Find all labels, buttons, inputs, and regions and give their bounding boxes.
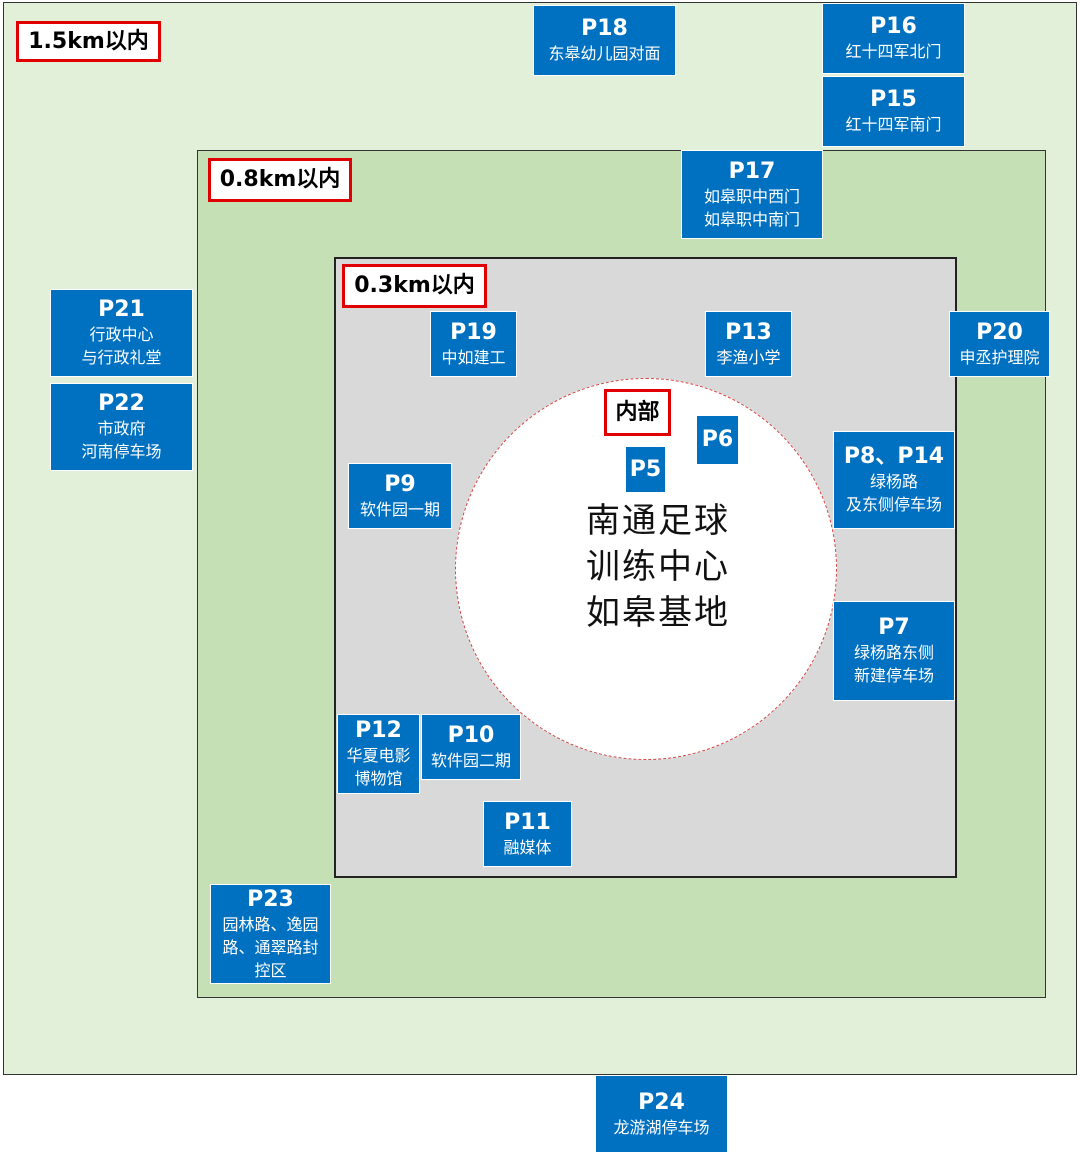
parking-lot-code: P23: [247, 886, 294, 912]
parking-lot-desc: 华夏电影 博物馆: [346, 746, 411, 788]
venue-name: 南通足球 训练中心 如皋基地: [540, 498, 776, 636]
parking-lot-desc: 红十四军北门: [845, 42, 942, 61]
parking-lot-code: P22: [98, 391, 145, 416]
parking-lot-code: P18: [581, 16, 628, 41]
parking-lot-desc: 申丞护理院: [959, 347, 1040, 367]
parking-lot-p18: P18 东皋幼儿园对面: [533, 5, 676, 76]
parking-lot-p11: P11 融媒体: [483, 801, 572, 867]
parking-lot-desc: 中如建工: [441, 347, 506, 367]
zone-800m-label: 0.8km以内: [208, 158, 352, 202]
parking-lot-code: P10: [447, 722, 495, 748]
parking-lot-desc: 绿杨路东侧 新建停车场: [853, 643, 934, 685]
zone-1500m-label: 1.5km以内: [16, 21, 161, 62]
parking-lot-p9: P9 软件园一期: [348, 463, 452, 529]
parking-lot-desc: 绿杨路 及东侧停车场: [845, 472, 942, 514]
venue-circle: [455, 378, 837, 760]
venue-name-line-1: 南通足球: [586, 501, 730, 541]
parking-lot-p24: P24 龙游湖停车场: [595, 1075, 728, 1153]
parking-lot-code: P12: [355, 718, 402, 743]
parking-lot-code: P9: [384, 471, 416, 497]
zone-300m-label: 0.3km以内: [342, 264, 487, 308]
parking-lot-p17: P17 如皋职中西门 如皋职中南门: [681, 150, 823, 239]
parking-lot-p19: P19 中如建工: [430, 311, 517, 377]
parking-lot-desc: 行政中心 与行政礼堂: [81, 325, 162, 367]
parking-lot-p13: P13 李渔小学: [705, 311, 792, 377]
parking-lot-desc: 软件园一期: [359, 499, 440, 519]
parking-lot-code: P21: [98, 297, 145, 322]
parking-lot-p7: P7 绿杨路东侧 新建停车场: [833, 601, 955, 701]
parking-lot-code: P24: [638, 1089, 685, 1115]
parking-lot-desc: 红十四军南门: [845, 115, 942, 134]
parking-lot-code: P15: [870, 87, 917, 112]
parking-lot-p12: P12 华夏电影 博物馆: [337, 714, 420, 794]
parking-lot-code: P19: [450, 319, 497, 345]
parking-lot-desc: 融媒体: [503, 837, 552, 857]
parking-lot-p10: P10 软件园二期: [421, 714, 521, 780]
venue-name-line-2: 训练中心: [586, 547, 730, 587]
parking-lot-p15: P15 红十四军南门: [822, 76, 965, 147]
parking-lot-code: P5: [629, 456, 662, 482]
parking-lot-code: P16: [870, 14, 917, 39]
parking-lot-p23: P23 园林路、逸园 路、通翠路封 控区: [210, 884, 331, 984]
parking-lot-code: P17: [728, 158, 776, 184]
parking-lot-p21: P21 行政中心 与行政礼堂: [50, 289, 193, 377]
zone-core-label: 内部: [604, 389, 671, 436]
parking-lot-code: P7: [878, 615, 910, 640]
parking-lot-p16: P16 红十四军北门: [822, 3, 965, 74]
parking-lot-p5: P5: [625, 446, 666, 493]
parking-lot-code: P8、P14: [843, 444, 945, 469]
parking-lot-desc: 东皋幼儿园对面: [548, 44, 661, 63]
parking-lot-code: P11: [504, 809, 551, 835]
parking-lot-desc: 如皋职中西门 如皋职中南门: [703, 186, 800, 229]
parking-lot-p20: P20 申丞护理院: [949, 311, 1050, 377]
venue-name-line-3: 如皋基地: [586, 593, 730, 633]
parking-lot-p8-p14: P8、P14 绿杨路 及东侧停车场: [833, 431, 955, 529]
parking-lot-code: P20: [976, 319, 1023, 345]
parking-lot-desc: 李渔小学: [716, 347, 781, 367]
parking-lot-code: P6: [701, 427, 734, 452]
parking-lot-desc: 龙游湖停车场: [613, 1117, 710, 1137]
parking-lot-p22: P22 市政府 河南停车场: [50, 383, 193, 471]
parking-lot-desc: 市政府 河南停车场: [81, 419, 162, 461]
parking-lot-desc: 园林路、逸园 路、通翠路封 控区: [222, 914, 319, 980]
parking-lot-p6: P6: [696, 415, 739, 465]
parking-lot-desc: 软件园二期: [430, 750, 511, 770]
parking-lot-code: P13: [725, 319, 772, 345]
